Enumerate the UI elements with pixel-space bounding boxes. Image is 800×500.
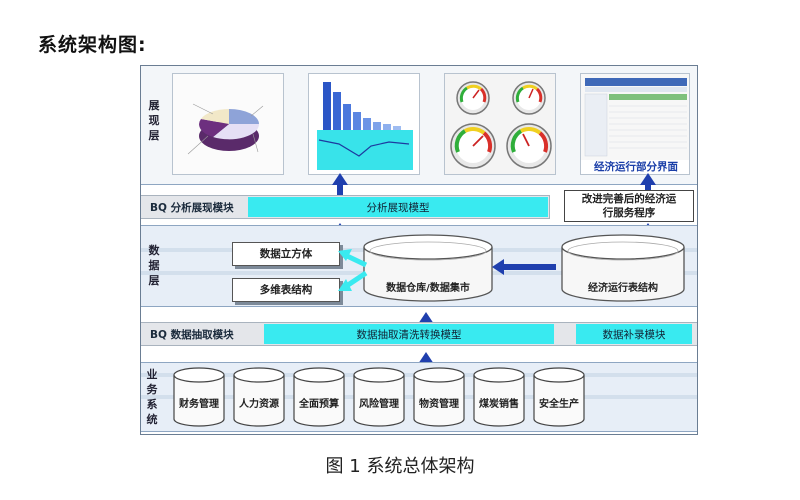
presentation-layer-label: 展现层 [148, 99, 160, 142]
gauges-thumbnail [444, 73, 556, 175]
economic-screen-caption: 经济运行部分界面 [594, 161, 678, 173]
warehouse-cylinder [363, 234, 493, 302]
business-system-cylinder: 财务管理 [172, 367, 226, 429]
supplement-module-box: 数据补录模块 [576, 324, 692, 344]
app-window-icon [581, 74, 689, 160]
multi-table-label: 多维表结构 [259, 284, 313, 296]
etl-model-box: 数据抽取清洗转换模型 [264, 324, 554, 344]
business-system-label: 全面预算 [299, 399, 339, 410]
business-system-cylinder: 风险管理 [352, 367, 406, 429]
business-system-cylinder: 煤炭销售 [472, 367, 526, 429]
business-system-cylinder: 人力资源 [232, 367, 286, 429]
bar-chart-icon [309, 74, 419, 174]
bar-chart-thumbnail [308, 73, 420, 175]
architecture-diagram: 展现层 [140, 65, 698, 435]
business-system-label: 煤炭销售 [479, 399, 519, 410]
warehouse-label: 数据仓库/数据集市 [386, 283, 470, 294]
business-system-label: 人力资源 [239, 399, 279, 410]
data-cube-box: 数据立方体 [232, 242, 340, 266]
service-program-label: 改进完善后的经济运行服务程序 [581, 193, 677, 219]
business-system-label: 物资管理 [419, 399, 459, 410]
multi-table-box: 多维表结构 [232, 278, 340, 302]
business-system-cylinder: 全面预算 [292, 367, 346, 429]
business-system-label: 风险管理 [359, 399, 399, 410]
data-layer-label: 数据层 [148, 244, 160, 287]
service-program-box: 改进完善后的经济运行服务程序 [564, 190, 694, 222]
arrow-cyan-icon [338, 279, 352, 291]
database-icon [293, 367, 345, 427]
business-system-cylinder: 安全生产 [532, 367, 586, 429]
arrow-cyan-icon [338, 249, 352, 261]
database-icon [173, 367, 225, 427]
pie-chart-thumbnail [172, 73, 284, 175]
pie-chart-icon [173, 74, 283, 174]
business-systems: 财务管理 人力资源 全面预算 风险管理 [170, 367, 690, 429]
data-cube-label: 数据立方体 [259, 248, 313, 260]
figure-caption: 图 1 系统总体架构 [325, 456, 475, 477]
business-system-label: 财务管理 [179, 399, 219, 410]
database-icon [233, 367, 285, 427]
database-icon [533, 367, 585, 427]
business-layer-label: 业务系统 [146, 368, 158, 426]
page-heading: 系统架构图: [38, 34, 147, 56]
gauge-icon [445, 74, 555, 174]
database-icon [473, 367, 525, 427]
extract-module-label: BQ 数据抽取模块 [150, 329, 234, 341]
data-layer-arrows [338, 249, 556, 291]
econ-table-cylinder [561, 234, 685, 302]
arrow-left-icon [492, 259, 556, 275]
economic-screen-thumbnail: 经济运行部分界面 [580, 73, 690, 175]
business-system-cylinder: 物资管理 [412, 367, 466, 429]
analysis-module-label: BQ 分析展现模块 [150, 202, 234, 214]
database-icon [353, 367, 405, 427]
business-system-label: 安全生产 [539, 399, 579, 410]
econ-table-label: 经济运行表结构 [588, 283, 658, 294]
analysis-model-box: 分析展现模型 [248, 197, 548, 217]
database-icon [413, 367, 465, 427]
